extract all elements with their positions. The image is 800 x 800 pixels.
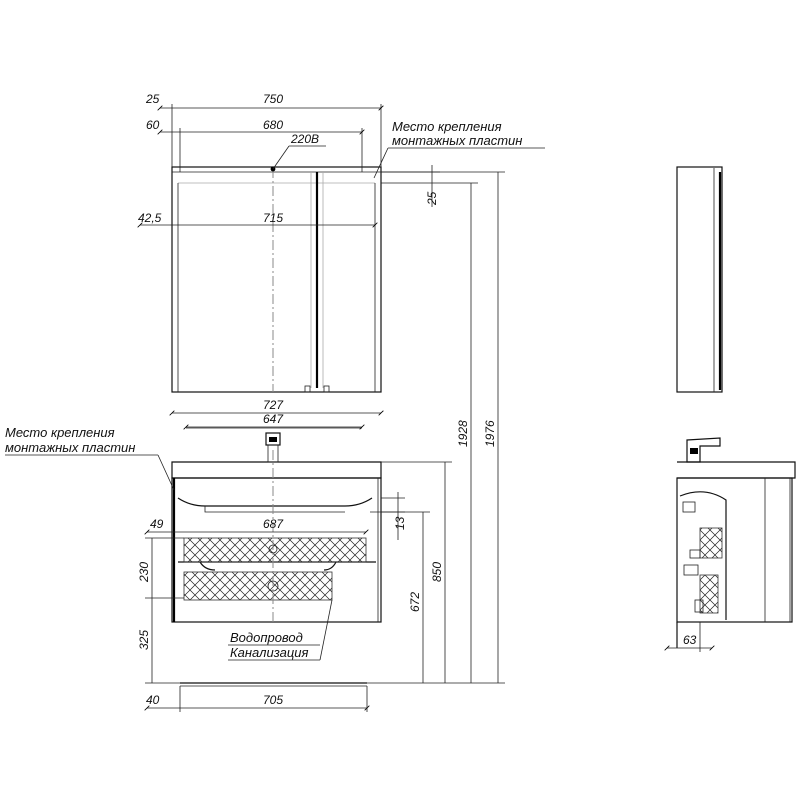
dim-680: 680 — [263, 118, 283, 132]
dim-750: 750 — [263, 92, 283, 106]
dim-1928: 1928 — [456, 420, 470, 447]
dim-63: 63 — [683, 633, 697, 647]
dim-672: 672 — [408, 592, 422, 612]
dim-687: 687 — [263, 517, 284, 531]
dim-230: 230 — [137, 562, 151, 583]
dim-40: 40 — [146, 693, 160, 707]
mount-top-line1: Место крепления — [392, 119, 502, 134]
mount-left-line1: Место крепления — [5, 425, 115, 440]
vanity-front — [171, 427, 382, 687]
dim-25-side: 25 — [425, 191, 439, 206]
dim-705: 705 — [263, 693, 283, 707]
dim-325: 325 — [137, 630, 151, 650]
dim-850: 850 — [430, 562, 444, 582]
label-sewer: Канализация — [230, 645, 308, 660]
faucet-icon — [265, 432, 281, 463]
dim-42-5: 42,5 — [138, 211, 162, 225]
dim-13: 13 — [393, 516, 407, 530]
dim-727: 727 — [263, 398, 284, 412]
mirror-cabinet-front — [171, 166, 382, 393]
dim-49: 49 — [150, 517, 164, 531]
dim-1976: 1976 — [483, 420, 497, 447]
faucet-side-icon — [686, 437, 721, 463]
vanity-dimensions — [5, 171, 505, 712]
vanity-side-view — [667, 437, 796, 652]
mirror-side-view — [676, 166, 723, 393]
dim-647: 647 — [263, 412, 284, 426]
dim-715: 715 — [263, 211, 283, 225]
mount-top-line2: монтажных пластин — [392, 133, 522, 148]
dim-25-top: 25 — [145, 92, 160, 106]
dim-220v: 220В — [290, 132, 319, 146]
dim-60: 60 — [146, 118, 160, 132]
mount-left-line2: монтажных пластин — [5, 440, 135, 455]
label-water: Водопровод — [230, 630, 303, 645]
